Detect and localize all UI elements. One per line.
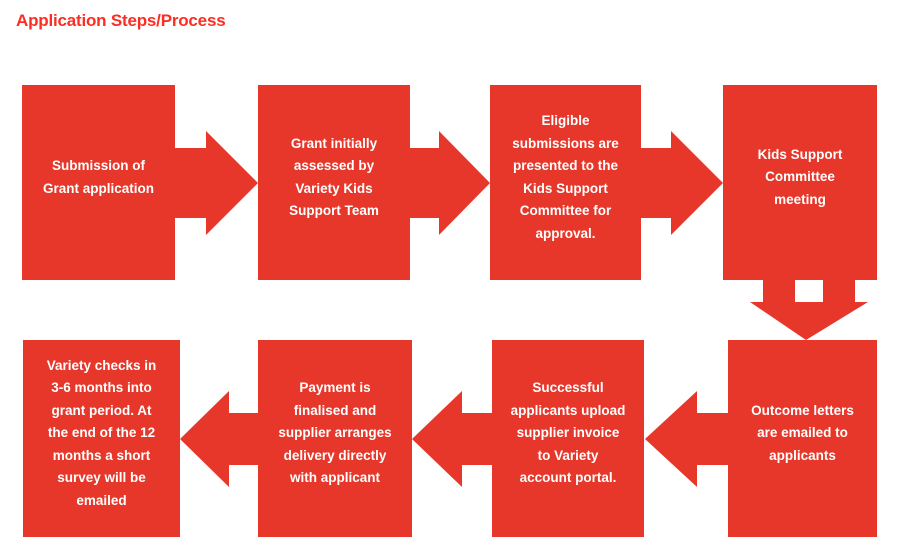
flow-step-presented-to-committee: Eligible submissions are presented to th… — [490, 85, 641, 280]
arrow-left-icon — [645, 386, 728, 492]
flow-step-outcome-letters: Outcome letters are emailed to applicant… — [728, 340, 877, 537]
flow-step-committee-meeting: Kids Support Committee meeting — [723, 85, 877, 280]
arrow-left-icon — [180, 386, 258, 492]
flow-step-assessment: Grant initially assessed by Variety Kids… — [258, 85, 410, 280]
flow-step-label: Successful applicants upload supplier in… — [510, 380, 626, 486]
flow-step-variety-checkin: Variety checks in 3-6 months into grant … — [23, 340, 180, 537]
flow-step-payment-delivery: Payment is finalised and supplier arrang… — [258, 340, 412, 537]
arrow-right-icon — [641, 130, 723, 236]
flow-step-label: Outcome letters are emailed to applicant… — [751, 402, 854, 463]
flow-step-label: Eligible submissions are presented to th… — [512, 113, 619, 241]
arrow-left-icon — [412, 386, 492, 492]
arrow-right-icon — [410, 130, 490, 236]
flow-step-submission: Submission of Grant application — [22, 85, 175, 280]
page-title: Application Steps/Process — [16, 11, 226, 30]
arrow-down-icon — [740, 280, 880, 340]
flow-step-upload-invoice: Successful applicants upload supplier in… — [492, 340, 644, 537]
flow-step-label: Kids Support Committee meeting — [757, 146, 843, 207]
flow-step-label: Submission of Grant application — [42, 158, 154, 196]
flow-step-label: Payment is finalised and supplier arrang… — [278, 380, 392, 486]
flow-step-label: Variety checks in 3-6 months into grant … — [46, 357, 157, 508]
flow-step-label: Grant initially assessed by Variety Kids… — [289, 135, 379, 219]
arrow-right-icon — [175, 130, 258, 236]
